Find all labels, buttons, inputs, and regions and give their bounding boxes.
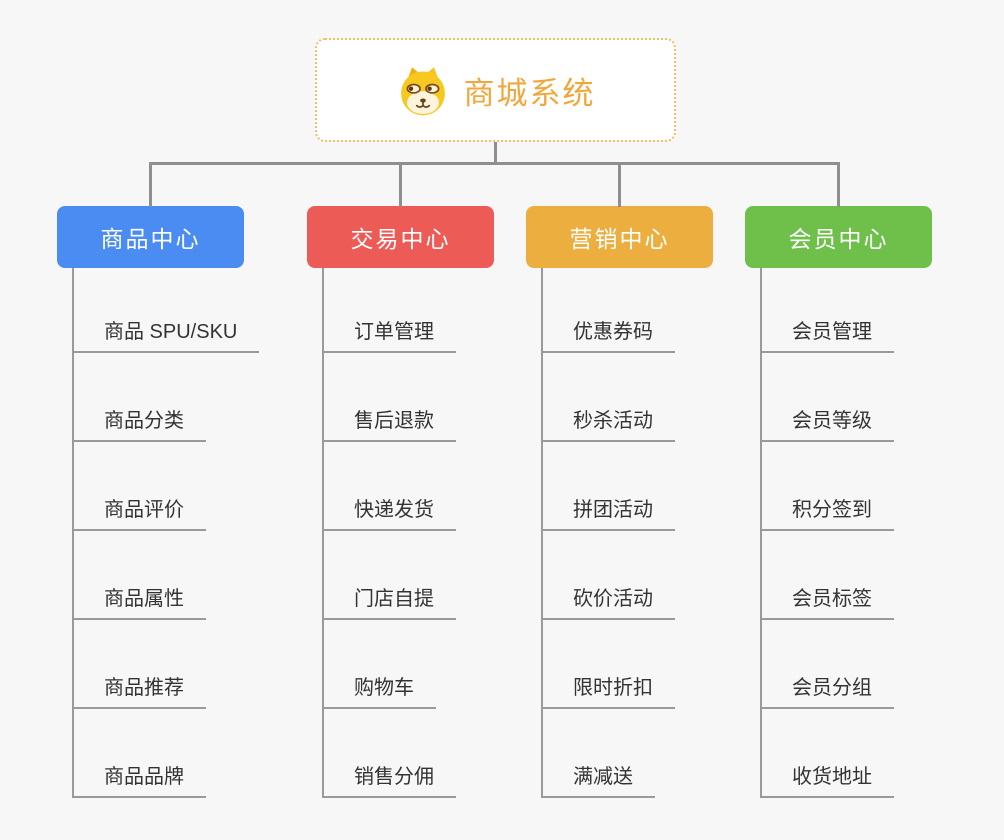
leaf-list: 商品 SPU/SKU 商品分类商品评价商品属性商品推荐商品品牌	[72, 268, 260, 798]
connector-drop	[399, 162, 402, 207]
branch-node-1[interactable]: 商品中心	[57, 206, 244, 268]
leaf-node[interactable]: 限时折扣	[543, 620, 675, 709]
leaf-node[interactable]: 快递发货	[324, 442, 456, 531]
leaf-node[interactable]: 商品分类	[74, 353, 206, 442]
leaf-list: 订单管理售后退款快递发货门店自提购物车销售分佣	[322, 268, 456, 798]
leaf-label: 积分签到	[792, 499, 872, 521]
leaf-node[interactable]: 积分签到	[762, 442, 894, 531]
branch-node-4[interactable]: 会员中心	[745, 206, 932, 268]
leaf-node[interactable]: 满减送	[543, 709, 655, 798]
leaf-node[interactable]: 门店自提	[324, 531, 456, 620]
leaf-label: 秒杀活动	[573, 410, 653, 432]
root-title: 商城系统	[463, 75, 596, 111]
leaf-label: 会员分组	[792, 677, 872, 699]
root-node[interactable]: 商城系统	[315, 38, 676, 142]
connector-stem	[494, 142, 497, 164]
leaf-label: 商品属性	[104, 588, 184, 610]
leaf-label: 限时折扣	[573, 677, 653, 699]
leaf-label: 会员管理	[792, 321, 872, 343]
leaf-label: 拼团活动	[573, 499, 653, 521]
leaf-label: 优惠券码	[573, 321, 653, 343]
leaf-label: 会员标签	[792, 588, 872, 610]
leaf-label: 订单管理	[354, 321, 434, 343]
leaf-node[interactable]: 订单管理	[324, 268, 456, 353]
branch-node-3[interactable]: 营销中心	[526, 206, 713, 268]
branch-label: 交易中心	[350, 226, 451, 252]
connector-drop	[149, 162, 152, 207]
leaf-label: 商品分类	[104, 410, 184, 432]
branch-label: 商品中心	[100, 226, 201, 252]
leaf-label: 售后退款	[354, 410, 434, 432]
leaf-label: 购物车	[354, 677, 414, 699]
leaf-node[interactable]: 商品 SPU/SKU	[74, 268, 260, 353]
leaf-node[interactable]: 商品属性	[74, 531, 206, 620]
branch-node-2[interactable]: 交易中心	[307, 206, 494, 268]
connector-drop	[837, 162, 840, 207]
leaf-node[interactable]: 售后退款	[324, 353, 456, 442]
leaf-label: 收货地址	[792, 766, 872, 788]
leaf-node[interactable]: 会员等级	[762, 353, 894, 442]
leaf-label: 商品推荐	[104, 677, 184, 699]
leaf-node[interactable]: 商品推荐	[74, 620, 206, 709]
leaf-node[interactable]: 会员管理	[762, 268, 894, 353]
leaf-label: 快递发货	[354, 499, 434, 521]
leaf-list: 优惠券码秒杀活动拼团活动砍价活动限时折扣满减送	[541, 268, 675, 798]
connector-drop	[618, 162, 621, 207]
leaf-label: 门店自提	[354, 588, 434, 610]
leaf-node[interactable]: 砍价活动	[543, 531, 675, 620]
leaf-label: 会员等级	[792, 410, 872, 432]
leaf-label: 销售分佣	[354, 766, 434, 788]
leaf-label: 商品评价	[104, 499, 184, 521]
leaf-node[interactable]: 商品品牌	[74, 709, 206, 798]
leaf-node[interactable]: 购物车	[324, 620, 436, 709]
leaf-label: 砍价活动	[573, 588, 653, 610]
leaf-node[interactable]: 秒杀活动	[543, 353, 675, 442]
leaf-label: 商品品牌	[104, 766, 184, 788]
doge-icon	[400, 67, 445, 116]
leaf-node[interactable]: 会员标签	[762, 531, 894, 620]
leaf-node[interactable]: 商品评价	[74, 442, 206, 531]
leaf-label: 满减送	[573, 766, 633, 788]
leaf-node[interactable]: 收货地址	[762, 709, 894, 798]
leaf-label: 商品 SPU/SKU	[104, 321, 238, 343]
leaf-node[interactable]: 拼团活动	[543, 442, 675, 531]
leaf-node[interactable]: 会员分组	[762, 620, 894, 709]
leaf-node[interactable]: 优惠券码	[543, 268, 675, 353]
leaf-list: 会员管理会员等级积分签到会员标签会员分组收货地址	[760, 268, 894, 798]
leaf-node[interactable]: 销售分佣	[324, 709, 456, 798]
connector-bus	[149, 162, 840, 165]
branch-label: 会员中心	[788, 226, 889, 252]
branch-label: 营销中心	[569, 226, 670, 252]
